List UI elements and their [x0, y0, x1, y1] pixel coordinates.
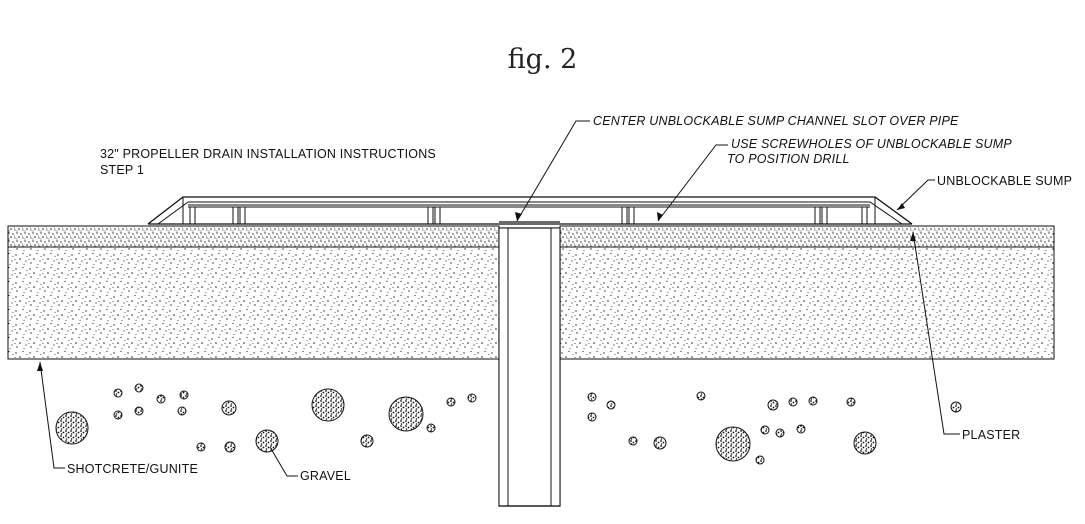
label-plaster: PLASTER	[962, 428, 1021, 442]
gravel-pebble	[221, 400, 237, 416]
leader-plaster	[912, 231, 960, 435]
leader-sump	[896, 179, 935, 211]
gravel-pebble	[179, 390, 189, 400]
gravel-pebble	[134, 406, 144, 416]
label-screwholes-line-1: USE SCREWHOLES OF UNBLOCKABLE SUMP	[731, 137, 1012, 151]
label-shotcrete-gunite: SHOTCRETE/GUNITE	[67, 462, 198, 476]
unblockable-sump	[147, 196, 913, 225]
label-gravel: GRAVEL	[300, 469, 351, 483]
gravel-pebble	[808, 396, 818, 406]
gravel-pebble	[113, 410, 123, 420]
gravel-pebble	[628, 436, 638, 446]
gravel-pebble	[587, 412, 597, 422]
gravel-pebble	[715, 426, 751, 462]
label-screwholes-line-2: TO POSITION DRILL	[727, 152, 850, 166]
gravel-pebble	[950, 401, 962, 413]
gravel-pebble	[113, 388, 123, 398]
label-center-slot: CENTER UNBLOCKABLE SUMP CHANNEL SLOT OVE…	[593, 114, 959, 128]
gravel-pebble	[853, 431, 877, 455]
gravel-pebble	[55, 411, 89, 445]
gravel-pebble	[587, 392, 597, 402]
gravel-pebble	[755, 455, 765, 465]
gravel-pebble	[388, 396, 424, 432]
leader-gravel	[269, 446, 298, 477]
leader-shotcrete	[39, 361, 65, 469]
leader-center-slot	[516, 120, 590, 222]
gravel-pebble	[653, 436, 667, 450]
gravel-pebble	[134, 383, 144, 393]
leader-arrowheads	[37, 203, 916, 371]
gravel-pebble	[846, 397, 856, 407]
gravel-pebble	[775, 428, 785, 438]
gravel-pebble	[696, 391, 706, 401]
gravel-pebble	[177, 406, 187, 416]
plaster-layer	[7, 225, 1055, 248]
gravel-pebble	[224, 441, 236, 453]
instructions-line-1: 32" PROPELLER DRAIN INSTALLATION INSTRUC…	[100, 147, 436, 161]
instructions-line-2: STEP 1	[100, 163, 145, 177]
leader-lines	[39, 120, 960, 477]
gravel-pebble	[760, 425, 770, 435]
shotcrete-layer	[7, 246, 1055, 360]
gravel-pebble	[788, 397, 798, 407]
gravel-pebble	[156, 394, 166, 404]
drain-pipe	[498, 227, 561, 507]
gravel-pebble	[255, 429, 279, 453]
gravel-field	[55, 383, 962, 465]
gravel-pebble	[606, 400, 616, 410]
gravel-pebble	[446, 397, 456, 407]
gravel-pebble	[767, 399, 779, 411]
leader-screwholes	[657, 144, 728, 222]
gravel-pebble	[360, 434, 374, 448]
label-unblockable-sump: UNBLOCKABLE SUMP	[937, 174, 1073, 188]
gravel-pebble	[196, 442, 206, 452]
gravel-pebble	[426, 423, 436, 433]
gravel-pebble	[467, 393, 477, 403]
figure-title: fig. 2	[507, 44, 578, 75]
gravel-pebble	[311, 388, 345, 422]
gravel-pebble	[796, 424, 806, 434]
